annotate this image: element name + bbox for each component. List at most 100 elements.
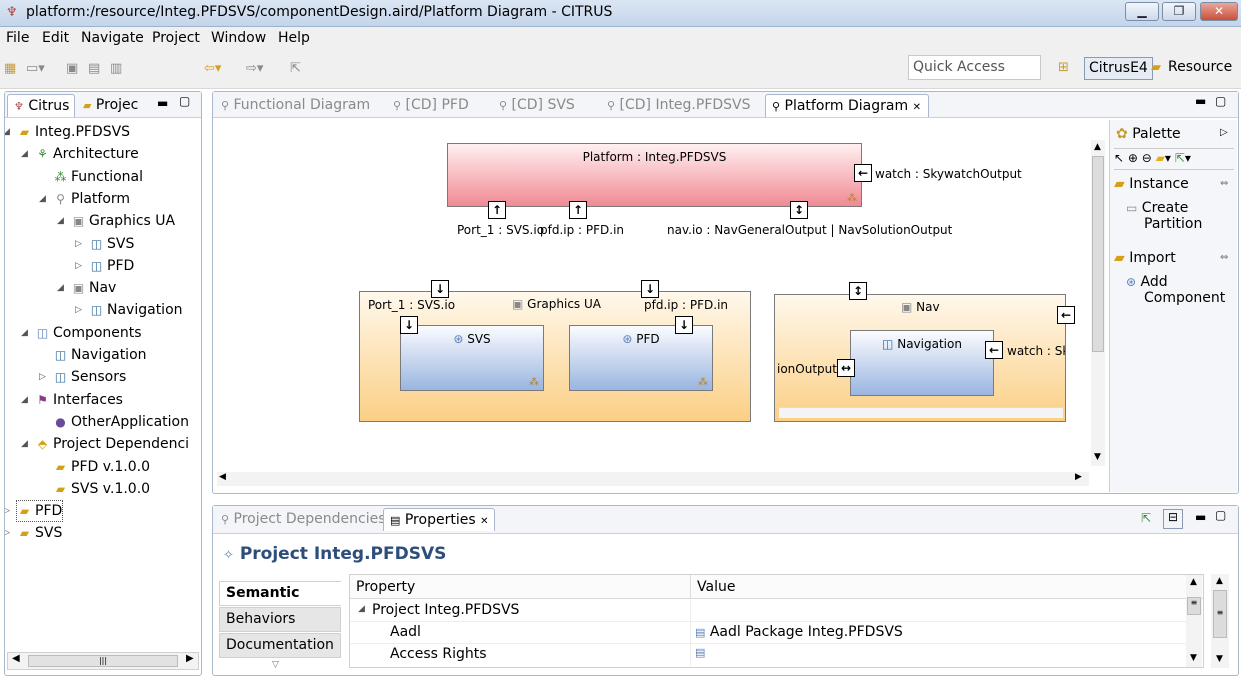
tree-item[interactable]: ◫SVS	[89, 234, 135, 254]
side-tab-documentation[interactable]: Documentation	[219, 633, 341, 658]
tree-expand-icon[interactable]: ▷	[5, 528, 10, 539]
print-icon[interactable]: ▥	[110, 61, 123, 76]
pin-icon[interactable]: ⇱	[1141, 511, 1152, 525]
palette-collapse-icon[interactable]: ▷	[1220, 127, 1228, 138]
palette-section-import[interactable]: ▰ Import	[1114, 250, 1176, 266]
nav-node[interactable]: ▣ Nav ionOutput ◫ Navigation watch : Sk	[774, 294, 1066, 422]
table-vertical-scrollbar[interactable]: ▲ ≡ ▼	[1186, 575, 1202, 667]
tree-item[interactable]: ◫Navigation	[53, 345, 147, 365]
port1-port[interactable]: ↑	[488, 201, 506, 219]
perspective-resource[interactable]: Resource	[1168, 59, 1233, 75]
navigation-node[interactable]: ◫ Navigation	[850, 330, 994, 396]
nav-port[interactable]: ↕	[790, 201, 808, 219]
tree-item[interactable]: ⚑Interfaces	[35, 390, 123, 410]
menu-navigate[interactable]: Navigate	[81, 30, 144, 46]
scroll-thumb[interactable]: ≡	[1213, 590, 1227, 638]
tree-item[interactable]: ▰Integ.PFDSVS	[17, 122, 130, 142]
maximize-view-icon[interactable]: ▢	[1215, 508, 1227, 522]
scroll-down-icon[interactable]: ▼	[1216, 654, 1223, 664]
forward-arrow-icon[interactable]: ⇨▾	[246, 61, 264, 76]
tab-project-dependencies[interactable]: ⚲ Project Dependencies	[221, 511, 386, 527]
tree-item[interactable]: ▰SVS v.1.0.0	[53, 479, 150, 499]
table-row[interactable]: ◢ Project Integ.PFDSVS	[350, 600, 1186, 622]
tab-properties[interactable]: ▤ Properties ✕	[383, 508, 495, 531]
tree-expand-icon[interactable]: ▷	[39, 372, 46, 383]
perspective-citrus[interactable]: CitrusE4	[1084, 57, 1153, 80]
pfd-port[interactable]: ↑	[569, 201, 587, 219]
tree-collapse-icon[interactable]: ◢	[57, 283, 64, 294]
tree-collapse-icon[interactable]: ◢	[21, 149, 28, 160]
new-project-icon[interactable]: ▦	[4, 61, 17, 76]
scroll-left-icon[interactable]: ◀	[12, 653, 20, 664]
scroll-up-icon[interactable]: ▲	[1094, 142, 1101, 152]
tab-project[interactable]: ▰ Projec	[83, 97, 139, 113]
platform-node[interactable]: Platform : Integ.PFDSVS ⁂	[447, 143, 862, 207]
navigation-output-port[interactable]: ↔	[837, 359, 855, 377]
zoom-out-icon[interactable]: ⊖	[1141, 151, 1152, 165]
quick-access-input[interactable]: Quick Access	[908, 55, 1041, 80]
tree-item[interactable]: ◫PFD	[89, 256, 134, 276]
scroll-right-icon[interactable]: ▶	[186, 653, 194, 664]
new-icon[interactable]: ▭▾	[26, 61, 45, 76]
more-tabs-icon[interactable]: ▽	[272, 660, 279, 670]
tree-collapse-icon[interactable]: ◢	[21, 439, 28, 450]
scroll-up-icon[interactable]: ▲	[1216, 576, 1223, 586]
close-button[interactable]: ✕	[1200, 2, 1238, 21]
tree-expand-icon[interactable]: ▷	[75, 305, 82, 316]
minimize-editor-icon[interactable]: ▬	[1195, 94, 1207, 108]
zoom-in-icon[interactable]: ⊕	[1127, 151, 1138, 165]
tree-collapse-icon[interactable]: ◢	[21, 394, 28, 405]
tree-expand-icon[interactable]: ▷	[75, 260, 82, 271]
tab-cd-integ[interactable]: ⚲ [CD] Integ.PFDSVS	[607, 97, 751, 113]
link-icon[interactable]: ⇱	[1174, 151, 1185, 165]
column-value[interactable]: Value	[697, 579, 736, 595]
pfd-node[interactable]: ⊛ PFD ⁂	[569, 325, 713, 391]
panel-vertical-scrollbar[interactable]: ▲ ≡ ▼	[1211, 574, 1229, 668]
scroll-down-icon[interactable]: ▼	[1190, 653, 1197, 663]
tree-collapse-icon[interactable]: ◢	[57, 216, 64, 227]
close-tab-icon[interactable]: ✕	[912, 102, 921, 113]
scroll-up-icon[interactable]: ▲	[1190, 577, 1197, 587]
graphics-ua-node[interactable]: Port_1 : SVS.io ▣ Graphics UA pfd.ip : P…	[359, 291, 751, 422]
side-tab-behaviors[interactable]: Behaviors	[219, 607, 341, 632]
side-tab-semantic[interactable]: Semantic	[219, 581, 341, 606]
tree-item[interactable]: ●OtherApplication	[53, 412, 189, 432]
back-arrow-icon[interactable]: ⇦▾	[204, 61, 222, 76]
nav-inner-scrollbar[interactable]	[779, 407, 1063, 418]
palette-section-instance[interactable]: ▰ Instance	[1114, 176, 1189, 192]
watch-port[interactable]: ←	[854, 164, 872, 182]
canvas-horizontal-scrollbar[interactable]: ◀ ▶	[217, 472, 1089, 486]
maximize-button[interactable]: ❐	[1162, 2, 1196, 21]
maximize-editor-icon[interactable]: ▢	[1215, 94, 1227, 108]
tree-item[interactable]: ◫Navigation	[89, 300, 183, 320]
tree-item[interactable]: ▰PFD	[15, 500, 64, 523]
svs-in-port[interactable]: ↓	[400, 316, 418, 334]
graphics-in-port-2[interactable]: ↓	[641, 280, 659, 298]
tree-item[interactable]: ▰PFD v.1.0.0	[53, 457, 150, 477]
pfd-in-port[interactable]: ↓	[675, 316, 693, 334]
graphics-in-port-1[interactable]: ↓	[431, 280, 449, 298]
tree-expand-icon[interactable]: ▷	[75, 238, 82, 249]
menu-edit[interactable]: Edit	[42, 30, 70, 46]
scroll-thumb[interactable]: |||	[28, 655, 178, 667]
section-pin-icon[interactable]: ⇔	[1220, 252, 1229, 263]
minimize-view-icon[interactable]: ▬	[1195, 510, 1207, 524]
menu-project[interactable]: Project	[152, 30, 200, 46]
select-tool-icon[interactable]: ↖	[1114, 151, 1125, 165]
tree-expand-icon[interactable]: ▷	[5, 506, 10, 517]
tree-collapse-icon[interactable]: ◢	[21, 327, 28, 338]
expand-icon[interactable]: ◢	[358, 604, 365, 614]
tree-item[interactable]: ◫Components	[35, 323, 142, 343]
table-row[interactable]: Aadl ▤ Aadl Package Integ.PFDSVS	[350, 622, 1186, 644]
tree-horizontal-scrollbar[interactable]: ◀ ||| ▶	[7, 652, 199, 670]
maximize-view-icon[interactable]: ▢	[179, 94, 191, 108]
scroll-thumb[interactable]	[1092, 156, 1104, 352]
tab-citrus[interactable]: ♆ Citrus	[7, 94, 75, 117]
external-icon[interactable]: ⇱	[290, 61, 301, 76]
tree-item[interactable]: ▣Nav	[71, 278, 117, 298]
nav-top-port[interactable]: ↕	[849, 282, 867, 300]
close-tab-icon[interactable]: ✕	[480, 516, 489, 527]
table-row[interactable]: Access Rights ▤	[350, 644, 1186, 666]
save-icon[interactable]: ▣	[66, 61, 79, 76]
